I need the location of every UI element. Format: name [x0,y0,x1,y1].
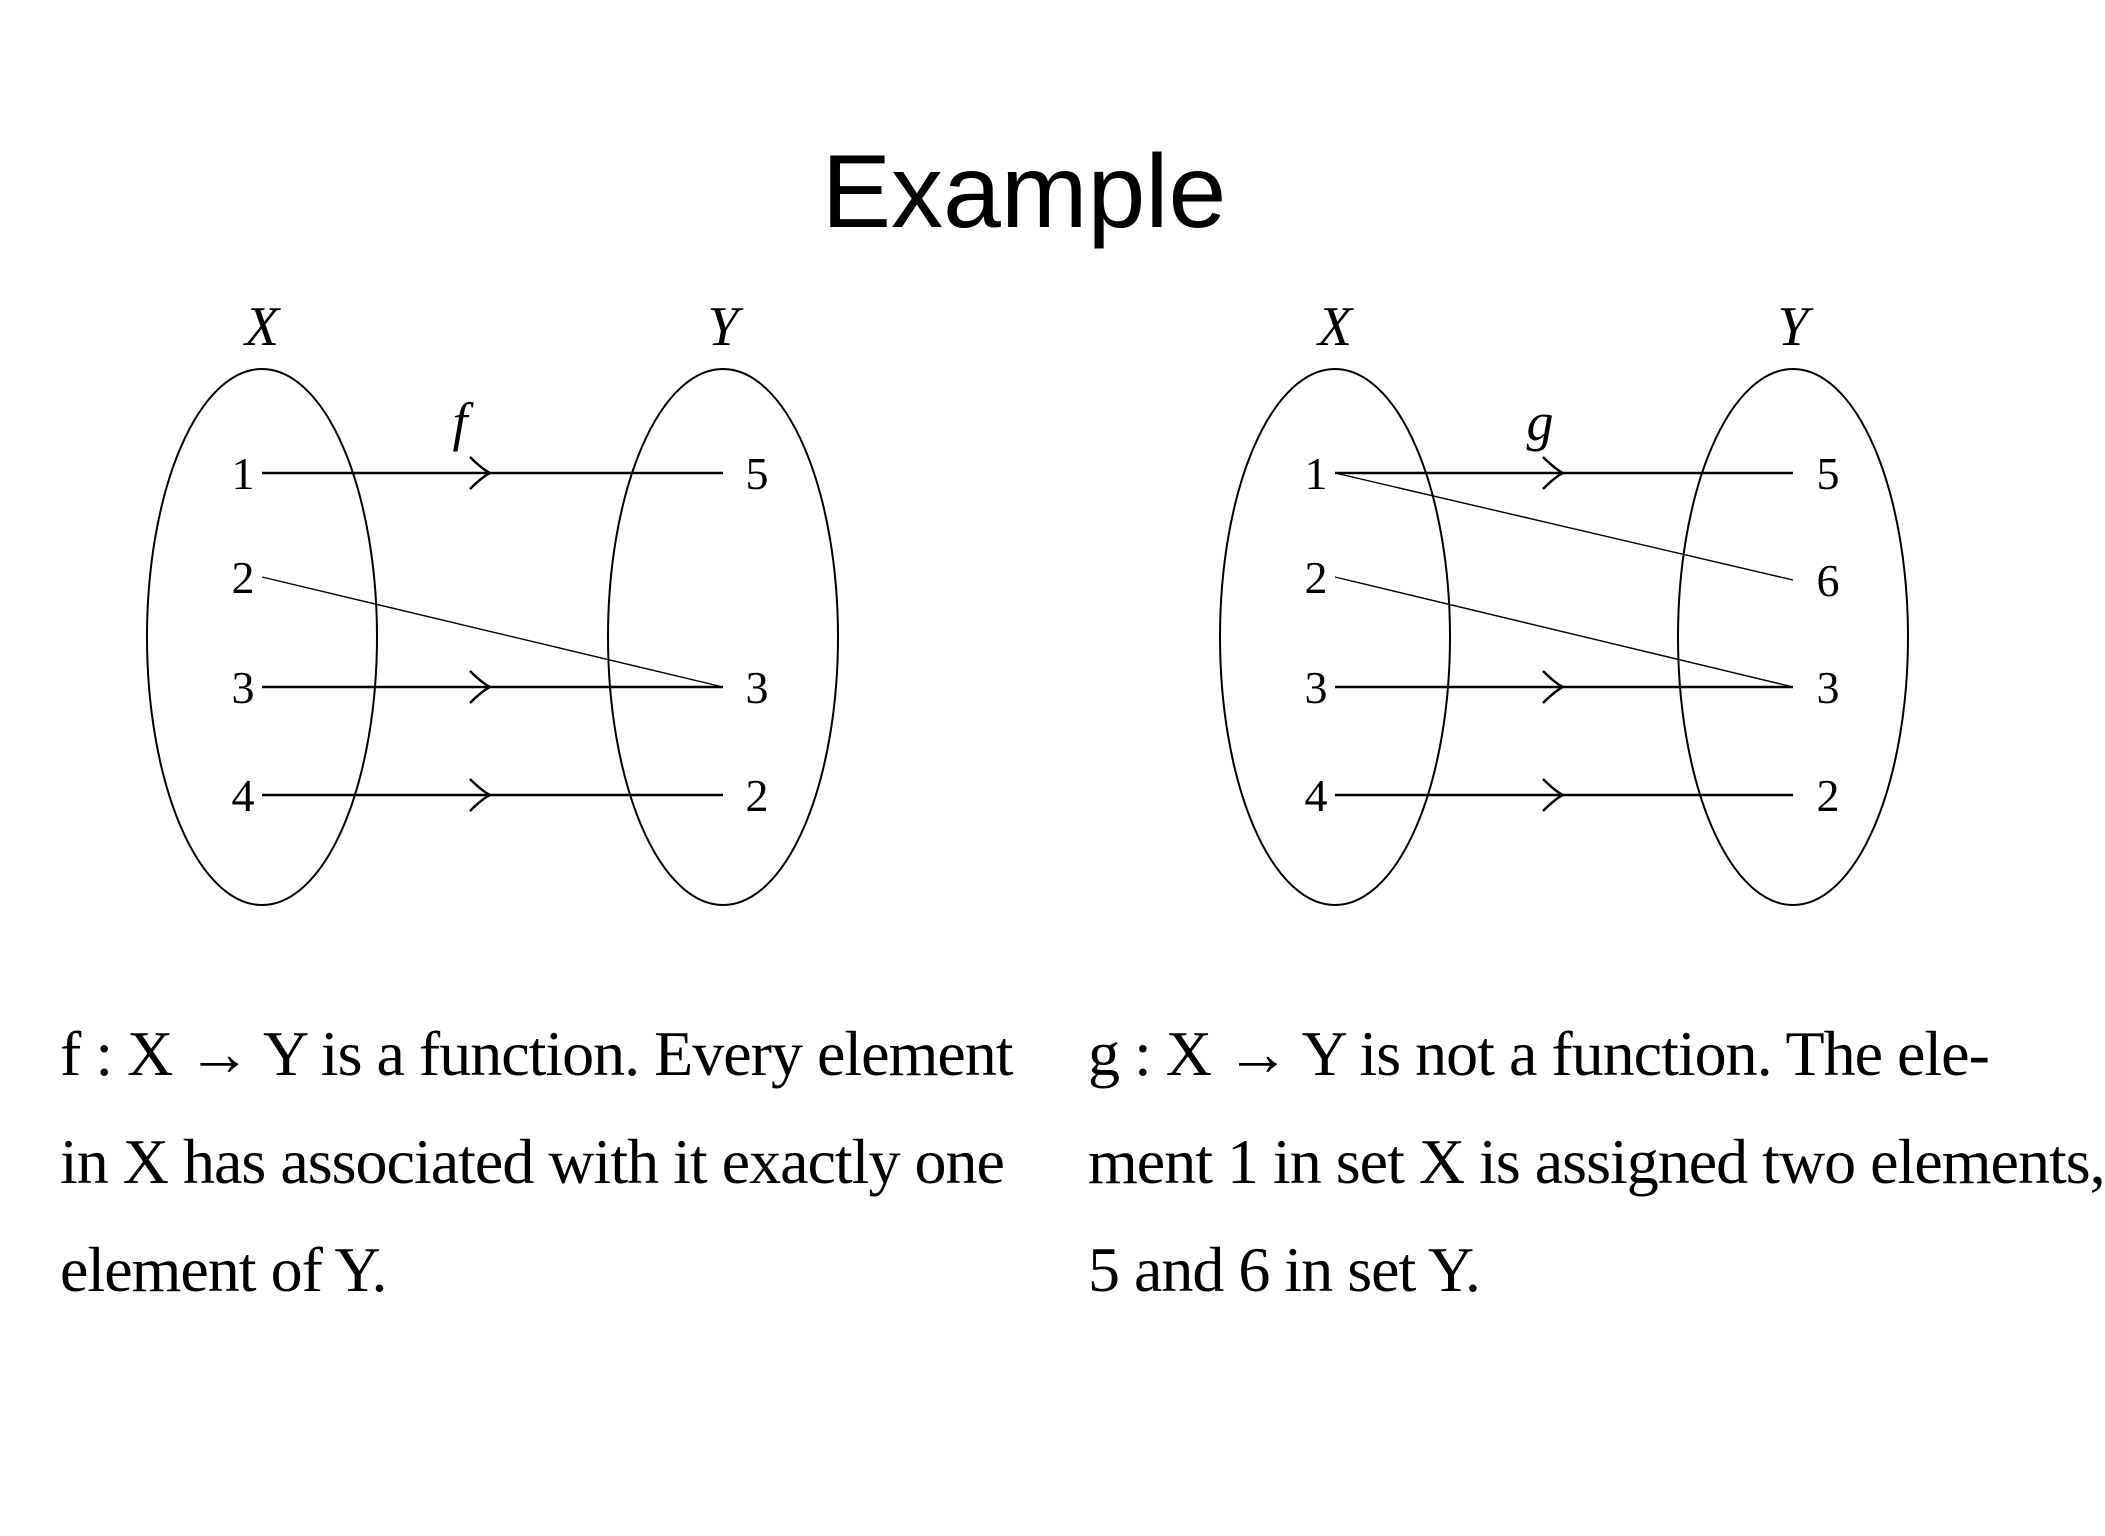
diagram-2-arrowhead-icon-3-to-3 [1542,670,1566,704]
diagram-1-function-label: f [452,392,474,452]
caption-right: g : X → Y is not a function. The ele- me… [1088,1000,2105,1324]
slide-title: Example [821,134,1227,250]
diagram-1-domain-element-1: 1 [232,448,255,499]
caption-left-line-3: element of Y. [60,1234,387,1305]
diagram-1-codomain-element-5: 5 [746,448,769,499]
diagram-2-function-label: g [1527,392,1554,452]
diagram-2-domain-element-2: 2 [1305,552,1328,603]
diagram-1-domain-element-3: 3 [232,662,255,713]
diagram-2-arrowhead-icon-1-to-5 [1542,456,1566,490]
diagram-2-mapping-line-2-to-3 [1334,576,1794,688]
diagram-2-codomain-element-3: 3 [1817,662,1840,713]
diagram-1-arrowhead-icon-1-to-5 [469,456,493,490]
diagram-2-domain-element-4: 4 [1305,770,1328,821]
diagram-1-codomain-set-ellipse [607,368,839,906]
diagram-1-domain-label: X [243,296,282,358]
diagram-2-domain-label: X [1316,296,1355,358]
diagram-1-codomain-element-2: 2 [746,770,769,821]
diagram-1-domain-set-ellipse [146,368,378,906]
caption-left-line-1: f : X → Y is a function. Every element [60,1018,1014,1089]
diagram-1-arrowhead-icon-4-to-2 [469,778,493,812]
caption-right-line-2: ment 1 in set X is assigned two elements… [1088,1126,2105,1197]
diagram-1-codomain-label: Y [707,296,744,358]
diagram-2-mapping-line-1-to-6 [1334,472,1794,581]
caption-right-line-1: g : X → Y is not a function. The ele- [1088,1018,1990,1089]
diagram-1-codomain-element-3: 3 [746,662,769,713]
diagram-1-arrowhead-icon-3-to-3 [469,670,493,704]
diagram-2-codomain-label: Y [1777,296,1814,358]
caption-left-line-2: in X has associated with it exactly one [60,1126,1005,1197]
diagram-2-codomain-set-ellipse [1677,368,1909,906]
caption-right-line-3: 5 and 6 in set Y. [1088,1234,1481,1305]
diagram-1-domain-element-2: 2 [232,552,255,603]
diagram-2-domain-element-1: 1 [1305,448,1328,499]
diagram-2-codomain-element-6: 6 [1817,555,1840,606]
mapping-diagrams: X Yf 1 2 3 4 5 3 2 X Yg 1 2 3 4 5 6 3 2 [146,296,1909,906]
diagram-1-domain-element-4: 4 [232,770,255,821]
diagram-1-mapping-line-2-to-3 [261,576,724,688]
diagram-2-codomain-element-2: 2 [1817,770,1840,821]
diagram-2-arrowhead-icon-4-to-2 [1542,778,1566,812]
diagram-2-domain-set-ellipse [1219,368,1451,906]
diagram-2-domain-element-3: 3 [1305,662,1328,713]
caption-left: f : X → Y is a function. Every element i… [60,1000,1014,1324]
diagram-2-codomain-element-5: 5 [1817,448,1840,499]
